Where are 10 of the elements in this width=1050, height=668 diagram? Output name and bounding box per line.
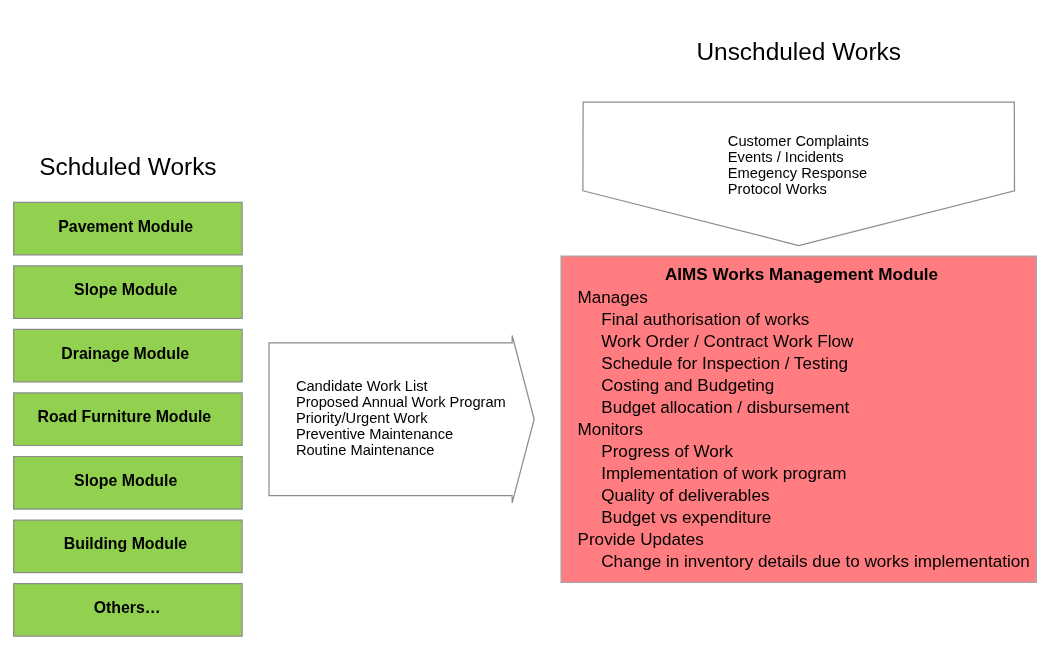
node-box: Slope Module [13, 455, 243, 510]
node-box: Slope Module [13, 265, 243, 320]
label: Schduled Works [39, 152, 217, 180]
node-box: Road Furniture Module [13, 392, 243, 447]
node-box: Building Module [13, 519, 243, 574]
node-box: AIMS Works Management Module Manages Final authorisation of works Work Order / Contract Work Flow Schedule for Inspection / Testing Costing and Budgeting Budget allocation / disbursement Monitors Progress of Work Implementation of work program Quality of deliverables Budget vs expenditure Provide Updates Change in inventory details due to works implementation [560, 255, 1037, 583]
node-box: Drainage Module [13, 328, 243, 383]
node-box: Pavement Module [13, 201, 243, 256]
label: Unschduled Works [696, 37, 901, 65]
node-box: Others… [13, 582, 243, 637]
